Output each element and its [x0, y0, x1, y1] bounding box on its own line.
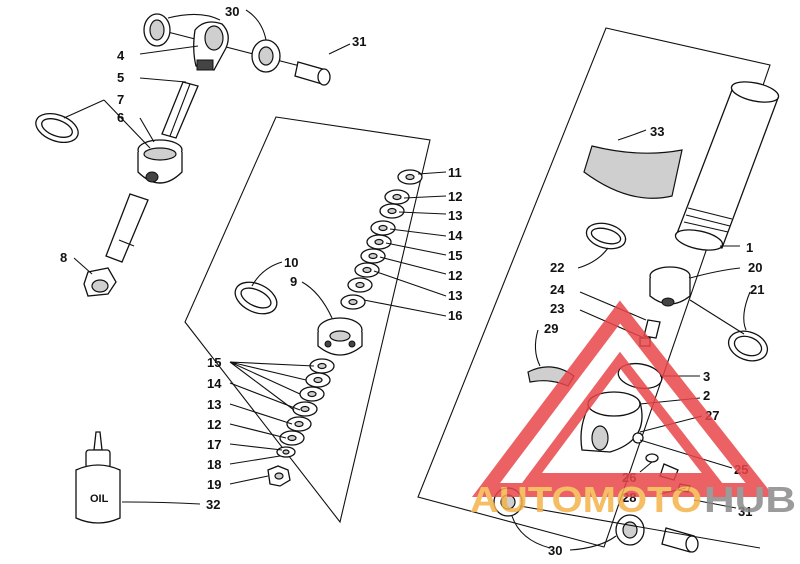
bushing-30-top	[143, 13, 171, 47]
callout-13-a: 13	[448, 208, 462, 223]
callout-14-b: 14	[207, 376, 222, 391]
callout-12-c: 12	[207, 417, 221, 432]
callout-5: 5	[117, 70, 124, 85]
washer-7	[35, 113, 79, 143]
ring-10	[234, 281, 278, 315]
bushing-30-right	[251, 39, 281, 73]
sleeve-31-top	[294, 61, 331, 86]
callout-23: 23	[550, 301, 564, 316]
body-assembly	[493, 81, 780, 553]
callout-31-bottom: 31	[738, 504, 752, 519]
callout-6: 6	[117, 110, 124, 125]
callout-1: 1	[746, 240, 753, 255]
callout-13-c: 13	[207, 397, 221, 412]
cap-6	[137, 139, 183, 184]
cap-20	[649, 266, 691, 307]
callout-13-b: 13	[448, 288, 462, 303]
callout-22: 22	[550, 260, 564, 275]
upper-rod-assembly	[35, 13, 331, 297]
callout-29: 29	[544, 321, 558, 336]
cylinder-1	[674, 81, 780, 251]
ring-22	[585, 222, 627, 250]
callout-33: 33	[650, 124, 664, 139]
callout-15-b: 15	[207, 355, 221, 370]
callout-30-top: 30	[225, 4, 239, 19]
shaft-5	[161, 81, 199, 139]
watermark-text-hub: HUB	[704, 479, 796, 520]
bushing-30-bottom-right	[615, 514, 645, 546]
callout-21: 21	[750, 282, 764, 297]
callout-4: 4	[117, 48, 125, 63]
eyelet-4	[193, 21, 229, 71]
callout-8: 8	[60, 250, 67, 265]
lower-shaft	[105, 193, 149, 263]
decal-33	[583, 145, 683, 199]
callout-14-a: 14	[448, 228, 463, 243]
bottle-label: OIL	[90, 493, 109, 505]
watermark-triangle-outer	[471, 300, 775, 497]
shims-upper	[340, 169, 423, 310]
callout-32: 32	[206, 497, 220, 512]
nut-19	[267, 465, 291, 487]
callout-9: 9	[290, 274, 297, 289]
nut-8	[83, 267, 117, 297]
valve-stack	[234, 169, 423, 487]
oil-bottle: OIL	[75, 431, 121, 524]
watermark-logo: AUTOMOTO HUB	[470, 300, 796, 520]
body-eyelet-2	[580, 391, 643, 453]
panel-outlines	[184, 27, 771, 548]
watermark-text-automoto: AUTOMOTO	[470, 479, 702, 520]
callout-12-a: 12	[448, 189, 462, 204]
watermark-triangle-inner	[522, 351, 723, 483]
callout-7: 7	[117, 92, 124, 107]
callout-2: 2	[703, 388, 710, 403]
shims-lower	[276, 358, 335, 458]
callout-12-b: 12	[448, 268, 462, 283]
callout-16: 16	[448, 308, 462, 323]
callout-11: 11	[448, 165, 462, 180]
callout-15-a: 15	[448, 248, 462, 263]
leader-lines	[63, 9, 751, 551]
piston-9	[317, 317, 363, 356]
callout-20: 20	[748, 260, 762, 275]
callout-10: 10	[284, 255, 298, 270]
callout-24: 24	[550, 282, 565, 297]
callout-3: 3	[703, 369, 710, 384]
callout-30-bottom: 30	[548, 543, 562, 558]
callout-31-top: 31	[352, 34, 366, 49]
callout-17: 17	[207, 437, 221, 452]
callout-19: 19	[207, 477, 221, 492]
callout-18: 18	[207, 457, 221, 472]
washer-21	[727, 330, 769, 362]
